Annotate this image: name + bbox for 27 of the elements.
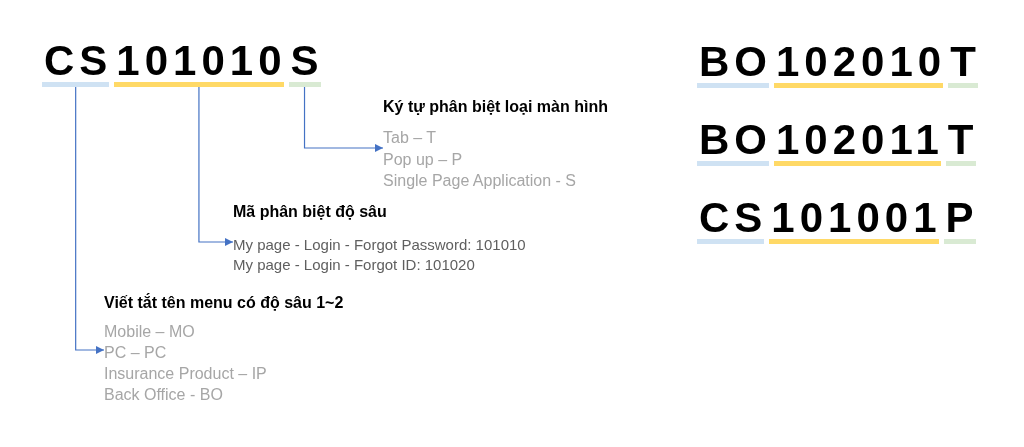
code-text: CS (44, 39, 113, 82)
connector-arrow (303, 86, 384, 152)
code-text: T (947, 118, 979, 161)
code-text: T (950, 40, 981, 83)
connector-arrow (75, 86, 105, 354)
code-text: 101001 (771, 196, 942, 239)
heading-text: Ký tự phân biệt loại màn hình (383, 97, 608, 117)
list-item: Mobile – MO (104, 322, 196, 342)
list-item: My page - Login - Forgot ID: 101020 (233, 255, 476, 275)
list-item: Single Page Application - S (383, 171, 577, 191)
list-item: Pop up – P (383, 149, 464, 170)
code-text: BO (699, 118, 772, 161)
list-item: Back Office - BO (104, 385, 224, 405)
code-text: P (945, 196, 979, 239)
code-text: CS (699, 196, 768, 239)
list-item: PC – PC (104, 343, 168, 363)
code-text: 102011 (776, 118, 944, 161)
code-text: BO (699, 40, 772, 83)
list-item: Tab – T (383, 128, 438, 148)
list-item: My page - Login - Forgot Password: 101010 (233, 235, 526, 255)
code-text: 101010 (116, 39, 287, 82)
list-item: Insurance Product – IP (104, 364, 268, 384)
code-text: 102010 (776, 40, 947, 83)
code-text: S (290, 39, 324, 82)
heading-text: Mã phân biệt độ sâu (233, 202, 388, 222)
connector-arrow (198, 86, 234, 246)
heading-text: Viết tắt tên menu có độ sâu 1~2 (104, 293, 344, 313)
